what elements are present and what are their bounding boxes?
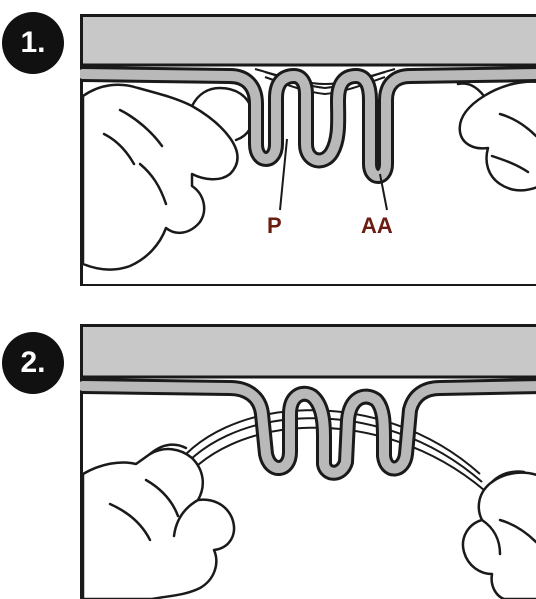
step-1-badge: 1. <box>0 10 66 76</box>
step-2-drawing <box>80 324 536 599</box>
step-1-panel: 1. <box>0 0 536 300</box>
step-2-number: 2. <box>0 330 66 396</box>
label-aa: AA <box>361 215 393 237</box>
label-p: P <box>267 215 282 237</box>
step-2-panel: 2. <box>0 300 536 599</box>
bracket-bar <box>83 17 536 65</box>
step-1-illustration <box>80 14 536 286</box>
bracket-bar <box>83 327 536 377</box>
step-1-drawing <box>80 14 536 286</box>
step-2-badge: 2. <box>0 330 66 396</box>
step-2-illustration <box>80 324 536 599</box>
step-1-number: 1. <box>0 10 66 76</box>
